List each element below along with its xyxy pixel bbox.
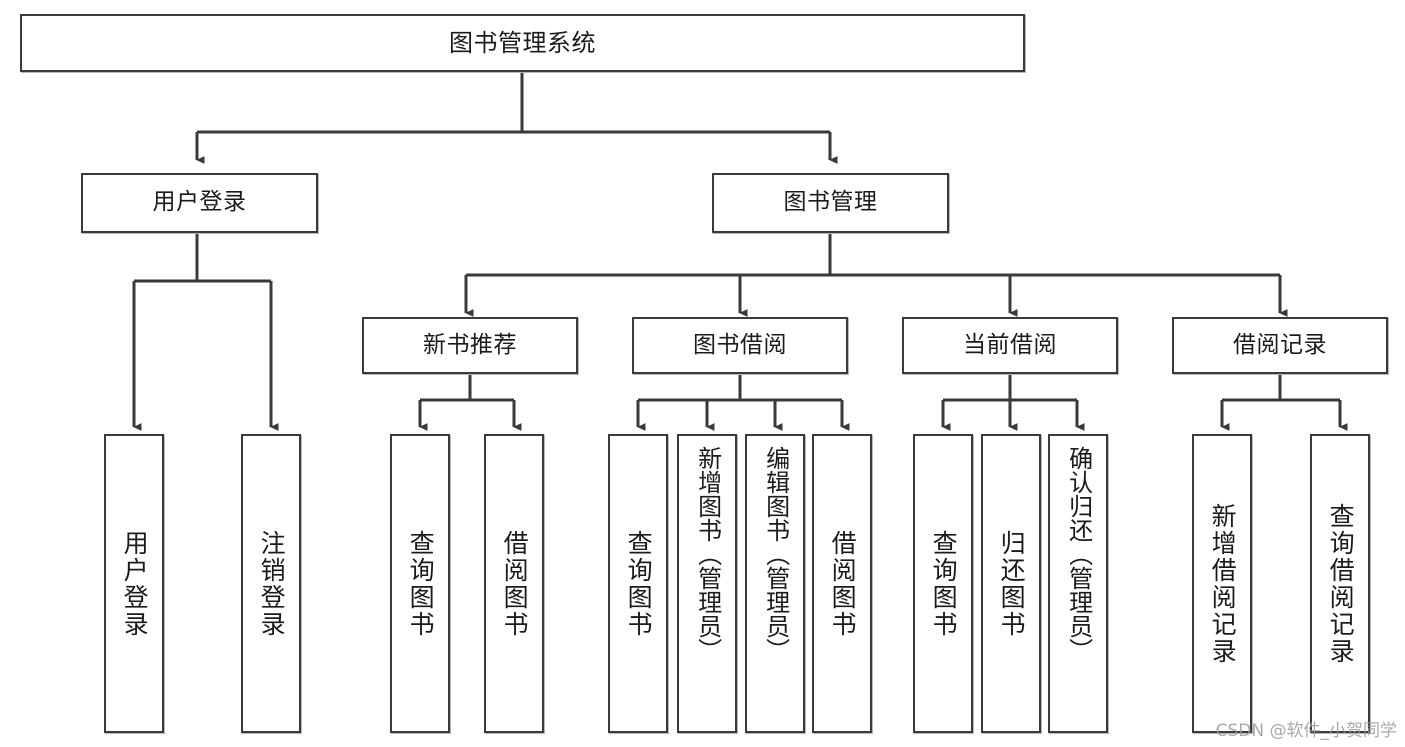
node-leaf-add-book[interactable]: 新增图书（管理员） [677,434,737,733]
node-label: 当前借阅 [963,331,1057,358]
node-book-borrow[interactable]: 图书借阅 [632,317,848,374]
node-root-system[interactable]: 图书管理系统 [20,14,1025,72]
node-label: 借阅图书 [828,529,858,638]
node-book-manage[interactable]: 图书管理 [712,173,949,233]
node-label: 查询图书 [406,529,436,638]
node-label: 借阅记录 [1233,331,1327,358]
node-label: 新书推荐 [423,331,517,358]
csdn-watermark: CSDN @软件_小贺同学 [1215,721,1397,741]
node-user-login[interactable]: 用户登录 [81,173,318,233]
node-leaf-edit-book[interactable]: 编辑图书（管理员） [745,434,805,733]
node-borrow-record[interactable]: 借阅记录 [1172,317,1388,374]
node-leaf-borrow-book-1[interactable]: 借阅图书 [484,434,544,733]
node-leaf-user-login[interactable]: 用户登录 [104,434,164,733]
node-leaf-query-book-1[interactable]: 查询图书 [390,434,450,733]
node-label: 编辑图书（管理员） [761,446,790,662]
node-label: 归还图书 [997,529,1027,638]
node-new-book-recommend[interactable]: 新书推荐 [362,317,578,374]
node-label: 用户登录 [152,189,247,216]
node-leaf-query-record[interactable]: 查询借阅记录 [1310,434,1370,733]
node-leaf-confirm-return[interactable]: 确认归还（管理员） [1048,434,1108,733]
node-label: 图书借阅 [693,331,787,358]
node-label: 查询借阅记录 [1326,502,1356,665]
node-label: 用户登录 [120,529,150,638]
node-label: 借阅图书 [500,529,530,638]
node-label: 查询图书 [624,529,654,638]
node-label: 新增借阅记录 [1208,502,1238,665]
node-label: 查询图书 [929,529,959,638]
node-leaf-query-book-2[interactable]: 查询图书 [608,434,668,733]
node-leaf-borrow-book-2[interactable]: 借阅图书 [812,434,872,733]
node-leaf-query-book-3[interactable]: 查询图书 [913,434,973,733]
node-leaf-add-record[interactable]: 新增借阅记录 [1192,434,1252,733]
node-label: 注销登录 [257,529,287,638]
node-leaf-user-logout[interactable]: 注销登录 [241,434,301,733]
node-label: 新增图书（管理员） [693,446,722,662]
node-label: 图书管理 [783,189,878,216]
node-label: 确认归还（管理员） [1064,446,1093,662]
node-label: 图书管理系统 [449,28,596,57]
node-leaf-return-book[interactable]: 归还图书 [981,434,1041,733]
node-current-borrow[interactable]: 当前借阅 [902,317,1118,374]
